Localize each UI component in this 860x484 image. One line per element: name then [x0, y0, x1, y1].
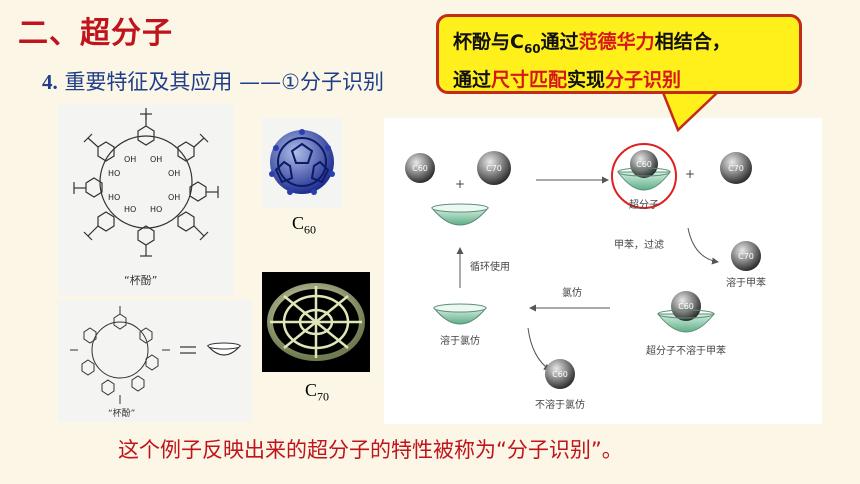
section-heading-text: 重要特征及其应用 ——①分子识别 [64, 70, 384, 94]
plus-sign-2: + [685, 167, 695, 181]
conclusion-text: 这个例子反映出来的超分子的特性被称为“分子识别”。 [118, 438, 623, 462]
recycle-label: 循环使用 [470, 260, 510, 273]
c70-label: C70 [305, 380, 330, 404]
diagram-text: C60 [636, 160, 652, 169]
calixarene-structure: OH OH OH OH HO HO HO HO “杯酚” [58, 104, 234, 296]
dissolves-toluene-label: 溶于甲苯 [726, 276, 766, 289]
c60-precipitate: C60 [545, 359, 575, 389]
section-number: 4. [42, 70, 58, 94]
diagram-text: C70 [728, 164, 744, 173]
section-heading: 4. 重要特征及其应用 ——①分子识别 [42, 66, 384, 96]
c70-ball: C70 [477, 151, 511, 185]
ho-label: HO [124, 205, 136, 214]
slide-title: 二、超分子 [18, 16, 173, 51]
callout-line-2: 通过尺寸匹配实现分子识别 [453, 68, 682, 91]
oh-label: OH [168, 169, 180, 178]
callout-line-1: 杯酚与C60通过范德华力相结合， [453, 31, 731, 56]
oh-label: OH [168, 193, 180, 202]
oh-label: OH [150, 155, 162, 164]
supramolecule-bowl-2: C60 [656, 291, 716, 333]
supramolecule-bowl: C60 [617, 150, 671, 191]
ho-label: HO [108, 169, 120, 178]
ho-label: HO [150, 205, 162, 214]
supramolecule-label: 超分子 [629, 198, 659, 211]
diagram-text: C70 [738, 252, 754, 261]
c70-molecule-image [262, 272, 370, 372]
c60-label: C60 [292, 213, 317, 237]
calixarene-bowl-equivalence: “杯酚” [58, 300, 252, 422]
bowl-recovered [432, 303, 488, 325]
chloroform-label: 氯仿 [562, 286, 582, 299]
oh-label: OH [124, 155, 136, 164]
callout-box: 杯酚与C60通过范德华力相结合， 通过尺寸匹配实现分子识别 [436, 14, 802, 94]
toluene-step-label: 甲苯，过滤 [614, 238, 664, 251]
highlight-circle [611, 143, 677, 209]
c70-ball-free: C70 [720, 152, 752, 184]
diagram-text: C70 [486, 164, 502, 173]
bowl-empty [430, 203, 490, 226]
c60-ball: C60 [405, 153, 435, 183]
c70-dissolved: C70 [731, 241, 761, 271]
ho-label: HO [108, 193, 120, 202]
diagram-text: C60 [552, 370, 568, 379]
diagram-text: C60 [412, 164, 428, 173]
insoluble-chloroform-label: 不溶于氯仿 [535, 398, 585, 411]
insoluble-toluene-label: 超分子不溶于甲苯 [646, 344, 726, 357]
diagram-text: C60 [678, 302, 694, 311]
c60-molecule-image [262, 118, 342, 208]
plus-sign: + [455, 177, 465, 191]
dissolves-chloroform-label: 溶于氯仿 [440, 334, 480, 347]
calixarene-label: “杯酚” [124, 273, 157, 287]
calixarene-label-2: “杯酚” [108, 407, 135, 419]
separation-process-diagram: C60 C70 + C60 超分子 + C70 甲苯，过滤 C [384, 118, 822, 424]
